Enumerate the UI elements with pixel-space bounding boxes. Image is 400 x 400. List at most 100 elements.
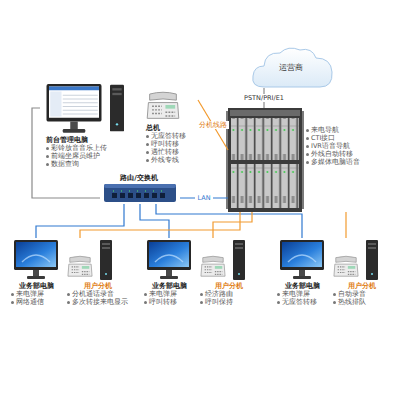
rack-chassis bbox=[228, 108, 302, 212]
bullet-dot bbox=[11, 301, 14, 304]
bullet-text: 遇忙转移 bbox=[151, 148, 179, 156]
bullet-dot bbox=[200, 301, 203, 304]
bullet-dot bbox=[46, 155, 49, 158]
bullet-item: 多次转接来电显示 bbox=[67, 298, 128, 306]
bullet-text: 来电弹屏 bbox=[149, 290, 177, 298]
bullet-dot bbox=[306, 153, 309, 156]
bullet-text: 外线专线 bbox=[151, 156, 179, 164]
connector-line bbox=[32, 108, 100, 198]
bullet-item: 外线自动转移 bbox=[306, 150, 362, 158]
bullet-item: 彩铃放音音乐上传 bbox=[46, 144, 130, 152]
bullet-dot bbox=[200, 293, 203, 296]
desktop-monitor bbox=[280, 240, 324, 279]
connector-line bbox=[80, 212, 240, 238]
management-pc: 前台管理电脑彩铃放音音乐上传前端坐席员维护数据查询 bbox=[40, 84, 132, 168]
bullet-dot bbox=[146, 151, 149, 154]
desktop-tower bbox=[366, 240, 378, 280]
desk-phone bbox=[334, 256, 358, 276]
bullet-item: 前端坐席员维护 bbox=[46, 152, 130, 160]
line-label: 分机线路 bbox=[197, 121, 229, 129]
desktop-monitor bbox=[14, 240, 58, 279]
bullet-text: 多媒体电脑语音 bbox=[311, 158, 360, 166]
bullet-text: 多次转接来电显示 bbox=[72, 298, 128, 306]
node-heading: 用户分机 bbox=[333, 282, 390, 290]
desk-phone bbox=[201, 256, 225, 276]
switch-icon bbox=[104, 184, 176, 202]
line-label: LAN bbox=[195, 194, 212, 202]
connector-line bbox=[213, 212, 252, 238]
management-monitor bbox=[47, 84, 102, 133]
bullet-dot bbox=[277, 293, 280, 296]
bullet-dot bbox=[306, 129, 309, 132]
bullet-text: 无应答转移 bbox=[151, 132, 186, 140]
desktop-monitor bbox=[147, 240, 191, 279]
connector-line bbox=[156, 204, 302, 238]
bullet-item: CTI接口 bbox=[306, 134, 362, 142]
node-heading: 业务部电脑 bbox=[277, 282, 328, 290]
bullet-dot bbox=[306, 137, 309, 140]
bullet-item: 多媒体电脑语音 bbox=[306, 158, 362, 166]
bullet-dot bbox=[333, 293, 336, 296]
bullet-item: 外线专线 bbox=[146, 156, 196, 164]
bullet-text: 经济路由 bbox=[205, 290, 233, 298]
user-extension: 用户分机分机通话录音多次转接来电显示 bbox=[64, 238, 130, 306]
connector-line bbox=[140, 204, 169, 238]
bullet-text: 呼叫保持 bbox=[205, 298, 233, 306]
bullet-item: 来电弹屏 bbox=[144, 290, 195, 298]
bullet-dot bbox=[144, 301, 147, 304]
bullet-dot bbox=[306, 161, 309, 164]
bullet-text: 来电弹屏 bbox=[16, 290, 44, 298]
bullet-text: 外线自动转移 bbox=[311, 150, 353, 158]
bullet-dot bbox=[67, 293, 70, 296]
bullet-item: IVR语音导航 bbox=[306, 142, 362, 150]
carrier-cloud: 运营商 bbox=[250, 44, 334, 88]
rack-card-shelf bbox=[231, 164, 299, 208]
bullet-dot bbox=[146, 159, 149, 162]
desktop-tower bbox=[100, 240, 112, 280]
user-extension: 用户分机经济路由呼叫保持 bbox=[197, 238, 259, 306]
connector-line bbox=[198, 100, 228, 150]
bullet-text: 分机通话录音 bbox=[72, 290, 114, 298]
bullet-item: 自动录音 bbox=[333, 290, 390, 298]
bullet-item: 经济路由 bbox=[200, 290, 257, 298]
router-switch: 路由/交换机 bbox=[100, 174, 180, 204]
bullet-text: 无应答转移 bbox=[282, 298, 317, 306]
bullet-item: 数据查询 bbox=[46, 160, 130, 168]
line-label: PSTN/PRI/E1 bbox=[242, 94, 286, 102]
office-pc: 业务部电脑来电弹屏呼叫转移 bbox=[141, 238, 197, 306]
bullet-dot bbox=[277, 301, 280, 304]
bullet-text: 来电弹屏 bbox=[282, 290, 310, 298]
bullet-text: 热线排队 bbox=[338, 298, 366, 306]
bullet-dot bbox=[11, 293, 14, 296]
bullet-text: 网络通信 bbox=[16, 298, 44, 306]
bullet-text: 数据查询 bbox=[51, 160, 79, 168]
bullet-item: 遇忙转移 bbox=[146, 148, 196, 156]
bullet-text: CTI接口 bbox=[311, 134, 335, 142]
management-tower bbox=[110, 85, 124, 132]
bullet-dot bbox=[306, 145, 309, 148]
rack-top-plate bbox=[230, 110, 300, 116]
bullet-item: 呼叫转移 bbox=[146, 140, 196, 148]
bullet-dot bbox=[146, 143, 149, 146]
bullet-item: 分机通话录音 bbox=[67, 290, 128, 298]
bullet-dot bbox=[46, 163, 49, 166]
node-heading: 路由/交换机 bbox=[100, 174, 178, 182]
user-extension: 用户分机自动录音热线排队 bbox=[330, 238, 392, 306]
bullet-text: 来电导航 bbox=[311, 126, 339, 134]
bullet-dot bbox=[146, 135, 149, 138]
bullet-item: 无应答转移 bbox=[277, 298, 328, 306]
bullet-text: 呼叫转移 bbox=[149, 298, 177, 306]
bullet-item: 来电弹屏 bbox=[11, 290, 62, 298]
main-phone bbox=[147, 92, 179, 118]
cloud-label: 运营商 bbox=[250, 64, 332, 72]
node-heading: 总机 bbox=[146, 124, 196, 132]
bullet-item: 呼叫转移 bbox=[144, 298, 195, 306]
desktop-tower bbox=[233, 240, 245, 280]
bullet-text: 呼叫转移 bbox=[151, 140, 179, 148]
bullet-text: 彩铃放音音乐上传 bbox=[51, 144, 107, 152]
office-pc: 业务部电脑来电弹屏网络通信 bbox=[8, 238, 64, 306]
bullet-text: 前端坐席员维护 bbox=[51, 152, 100, 160]
desk-phone bbox=[68, 256, 92, 276]
